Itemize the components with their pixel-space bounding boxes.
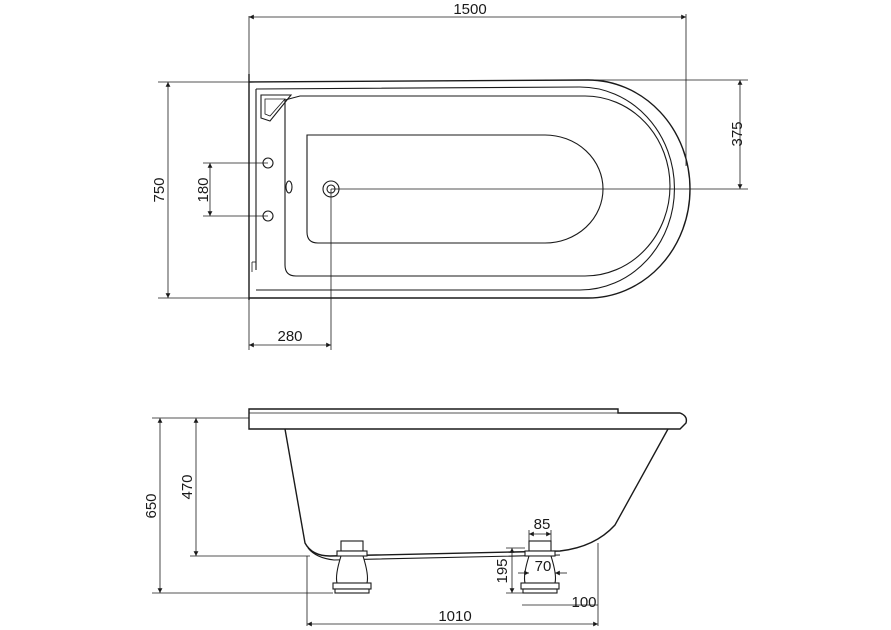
plan-basin	[306, 134, 604, 244]
elev-rim	[248, 408, 688, 430]
elev-body	[284, 428, 669, 557]
elev-base	[307, 547, 561, 561]
overflow-slot	[285, 180, 293, 194]
label-1500: 1500	[453, 1, 486, 18]
plan-view: 1500 750 375 180 280	[151, 1, 748, 350]
side-elevation: 650 470 85 195 70 100 1010	[143, 408, 688, 627]
plan-inner-rim	[255, 86, 676, 291]
label-100: 100	[571, 594, 596, 611]
label-1010: 1010	[438, 608, 471, 625]
label-180: 180	[195, 177, 212, 202]
plan-deck-line	[284, 95, 671, 277]
plan-corner-tray	[260, 94, 293, 122]
label-280: 280	[277, 328, 302, 345]
label-70: 70	[535, 558, 552, 575]
label-470: 470	[179, 474, 196, 499]
plan-corner-tray-inner	[264, 98, 286, 117]
label-750: 750	[151, 177, 168, 202]
label-375: 375	[729, 121, 746, 146]
foot-right	[520, 540, 560, 594]
label-195: 195	[494, 558, 511, 583]
label-85: 85	[534, 516, 551, 533]
label-650: 650	[143, 493, 160, 518]
foot-left	[332, 540, 372, 594]
